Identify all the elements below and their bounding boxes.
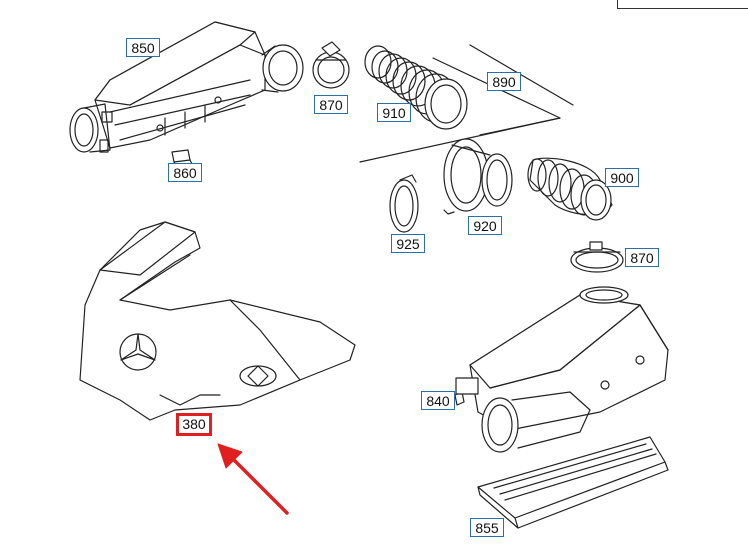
part-label-840[interactable]: 840 bbox=[421, 391, 455, 410]
part-label-380[interactable]: 380 bbox=[176, 413, 212, 436]
clamp-ring-drawing bbox=[389, 174, 419, 233]
hose-kit-outline bbox=[359, 44, 574, 163]
part-label-890[interactable]: 890 bbox=[487, 72, 521, 91]
part-label-855[interactable]: 855 bbox=[470, 518, 504, 537]
part-label-925[interactable]: 925 bbox=[391, 234, 425, 253]
part-label-900[interactable]: 900 bbox=[605, 168, 639, 187]
air-duct-upper-drawing bbox=[69, 21, 304, 153]
part-label-910[interactable]: 910 bbox=[377, 103, 411, 122]
part-label-870-lower[interactable]: 870 bbox=[625, 248, 659, 267]
lower-air-box-drawing bbox=[455, 286, 669, 453]
highlight-arrow bbox=[217, 443, 289, 515]
corner-frame bbox=[617, 0, 748, 9]
corrugated-hose-drawing bbox=[364, 45, 468, 130]
part-label-850[interactable]: 850 bbox=[126, 38, 160, 57]
part-label-870-upper[interactable]: 870 bbox=[314, 95, 348, 114]
air-mass-sensor-ring-drawing bbox=[443, 138, 513, 215]
part-label-860[interactable]: 860 bbox=[168, 163, 202, 182]
engine-cover-drawing bbox=[79, 221, 356, 421]
hose-clamp-lower-drawing bbox=[570, 241, 624, 273]
part-label-920[interactable]: 920 bbox=[468, 216, 502, 235]
intake-hose-drawing bbox=[527, 157, 613, 221]
air-filter-element-drawing bbox=[477, 436, 669, 529]
hose-clamp-upper-drawing bbox=[312, 41, 350, 89]
